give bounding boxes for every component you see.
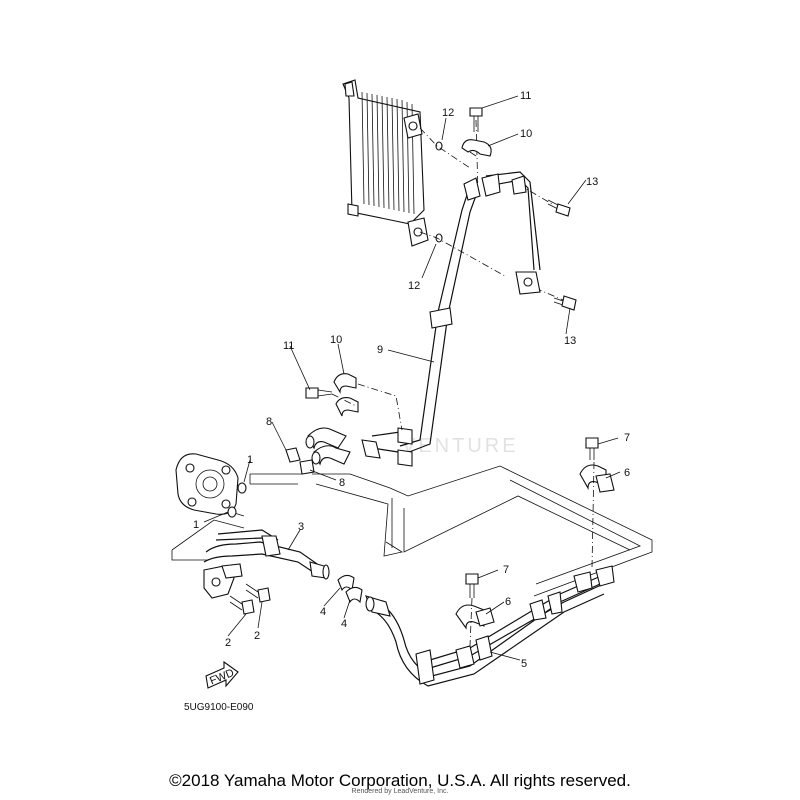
copyright-notice: ©2018 Yamaha Motor Corporation, U.S.A. A… xyxy=(169,771,631,790)
callout-13-top: 13 xyxy=(586,176,598,188)
callout-8-bottom: 8 xyxy=(339,477,345,489)
oil-pump-housing xyxy=(175,453,239,515)
bolt-13-top xyxy=(547,199,571,217)
rendered-by-notice: Rendered by LeadVenture, Inc. xyxy=(351,788,449,795)
callout-1-bottom: 1 xyxy=(193,519,199,531)
callout-11-top: 11 xyxy=(520,90,531,102)
callout-8-top: 8 xyxy=(266,416,272,428)
clip-8-upper xyxy=(285,447,301,463)
callout-7-right: 7 xyxy=(624,432,630,444)
watermark-text: VENTURE xyxy=(402,435,519,457)
clamp-10-mid xyxy=(333,373,359,417)
o-ring-1-bottom xyxy=(227,506,237,518)
oil-pipe-3 xyxy=(203,529,330,599)
callout-11-mid: 11 xyxy=(283,340,294,352)
callout-2-left: 2 xyxy=(225,637,231,649)
callout-4-right: 4 xyxy=(341,618,347,630)
fwd-arrow-icon: FWD xyxy=(205,660,239,689)
clip-4-right xyxy=(345,586,363,604)
o-ring-1-top xyxy=(237,482,247,494)
callout-3: 3 xyxy=(298,521,304,533)
bolt-7-right xyxy=(585,437,599,460)
bolt-11-top xyxy=(469,107,483,132)
callout-13-bottom: 13 xyxy=(564,335,576,347)
callout-12-top: 12 xyxy=(442,107,454,119)
bolt-2-right xyxy=(245,583,271,603)
oil-cooler xyxy=(342,79,429,247)
callout-6-right: 6 xyxy=(624,467,630,479)
callout-4-left: 4 xyxy=(320,606,326,618)
diagram-part-code: 5UG9100-E090 xyxy=(184,702,254,713)
clamp-6-right xyxy=(579,464,615,493)
clamp-6-lower xyxy=(455,604,495,630)
callout-1-top: 1 xyxy=(247,454,253,466)
fwd-label: FWD xyxy=(208,667,236,688)
callout-10-mid: 10 xyxy=(330,334,342,346)
callout-10-top: 10 xyxy=(520,128,532,140)
bolt-11-mid xyxy=(305,387,333,399)
hose-end-left xyxy=(305,427,351,466)
oil-pipe-5 xyxy=(365,565,615,687)
callout-2-right: 2 xyxy=(254,630,260,642)
bolt-13-bottom xyxy=(553,295,577,311)
callout-12-bottom: 12 xyxy=(408,280,420,292)
clip-8-lower xyxy=(299,459,315,475)
clamp-10-top xyxy=(461,139,492,157)
callout-leaders xyxy=(203,95,621,661)
oil-cooler-pipe-9 xyxy=(361,171,541,467)
bolt-2-left xyxy=(229,595,255,615)
bolt-7-lower xyxy=(465,573,479,598)
engine-reference-outline xyxy=(171,465,653,597)
callout-5: 5 xyxy=(521,658,527,670)
callout-9: 9 xyxy=(377,344,383,356)
callout-6-lower: 6 xyxy=(505,596,511,608)
callout-7-lower: 7 xyxy=(503,564,509,576)
